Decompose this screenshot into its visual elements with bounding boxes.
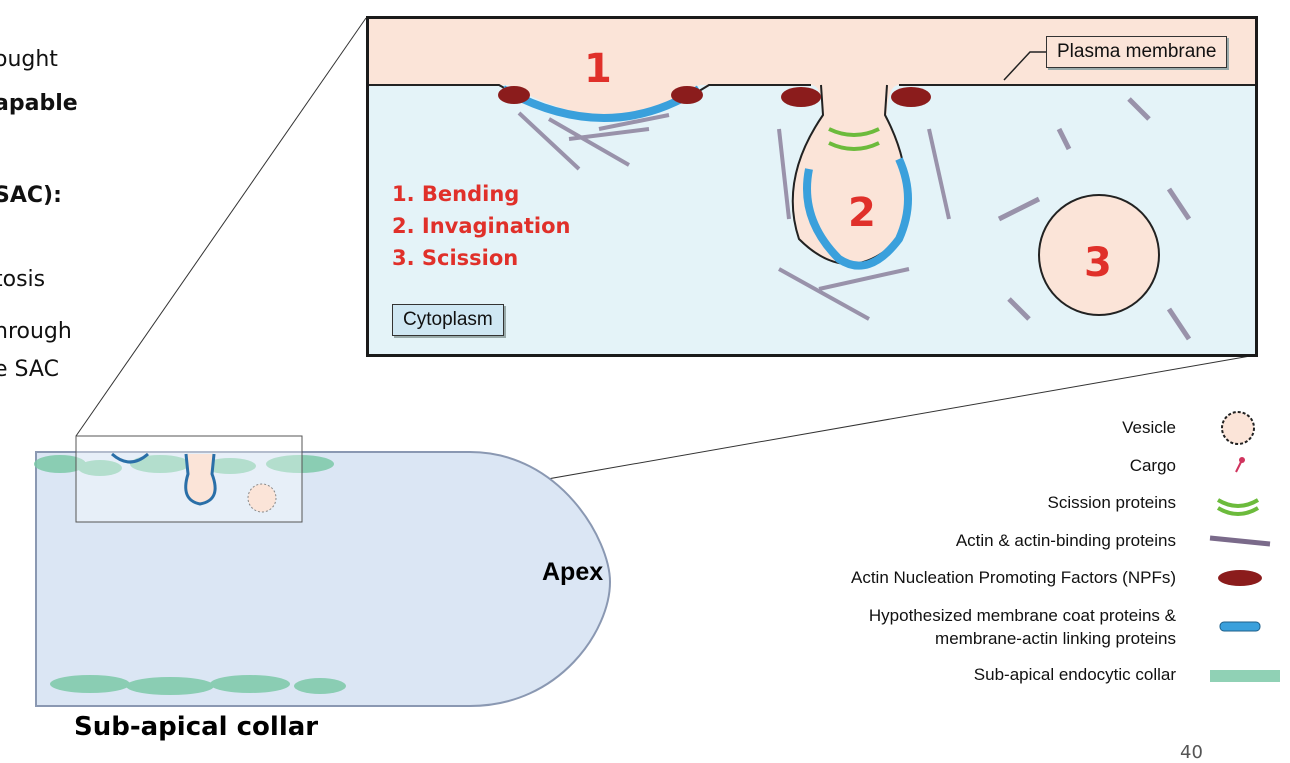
collar-icon (1210, 670, 1280, 682)
legend-item: Actin Nucleation Promoting Factors (NPFs… (851, 568, 1176, 587)
slide-text-line: ought (0, 47, 58, 72)
legend-item: Hypothesized membrane coat proteins & (868, 606, 1176, 625)
endocytosis-illustration (369, 19, 1255, 341)
leader-line (1003, 51, 1046, 81)
stage-number-3: 3 (1084, 240, 1112, 286)
collar-top (34, 455, 334, 476)
stage-number-2: 2 (848, 190, 876, 236)
legend-item: Cargo (1129, 456, 1176, 475)
scission-protein-icon (1216, 498, 1260, 516)
apex-label: Apex (542, 558, 604, 586)
coat-protein-icon (1219, 621, 1261, 632)
vesicle (1038, 194, 1160, 316)
npf-cluster (781, 87, 821, 107)
sub-apical-collar-label: Sub-apical collar (74, 712, 319, 742)
legend-item: Actin & actin-binding proteins (955, 531, 1176, 550)
npf-icon (1218, 570, 1262, 586)
step-item: 1. Bending (392, 182, 520, 206)
page-number: 40 (1180, 742, 1203, 763)
slide-text-line: hrough (0, 319, 72, 344)
step-item: 2. Invagination (392, 214, 571, 238)
cytoplasm-label: Cytoplasm (392, 304, 504, 336)
legend-icons (1209, 411, 1280, 682)
collar-bottom (50, 675, 346, 695)
slide-text-line: SAC): (0, 183, 62, 208)
step-list: 1. Bending 2. Invagination 3. Scission (392, 178, 571, 274)
npf-cluster (671, 86, 703, 104)
legend-item: membrane-actin linking proteins (935, 629, 1176, 648)
actin-icon (1209, 535, 1271, 547)
slide-text-line: apable (0, 91, 78, 116)
npf-cluster (891, 87, 931, 107)
legend-item: Vesicle (1122, 418, 1176, 437)
step-item: 3. Scission (392, 246, 519, 270)
legend-item: Scission proteins (1047, 493, 1176, 512)
slide-text-line: e SAC (0, 357, 59, 382)
legend-item: Sub-apical endocytic collar (973, 665, 1176, 684)
cell-overview (34, 435, 612, 707)
slide-text-line: tosis (0, 267, 46, 292)
cargo-icon (1235, 457, 1245, 473)
npf-cluster (498, 86, 530, 104)
plasma-membrane-label: Plasma membrane (1046, 36, 1228, 68)
vesicle-icon (1221, 411, 1255, 445)
stage-number-1: 1 (584, 46, 612, 92)
zoom-panel (366, 16, 1258, 357)
